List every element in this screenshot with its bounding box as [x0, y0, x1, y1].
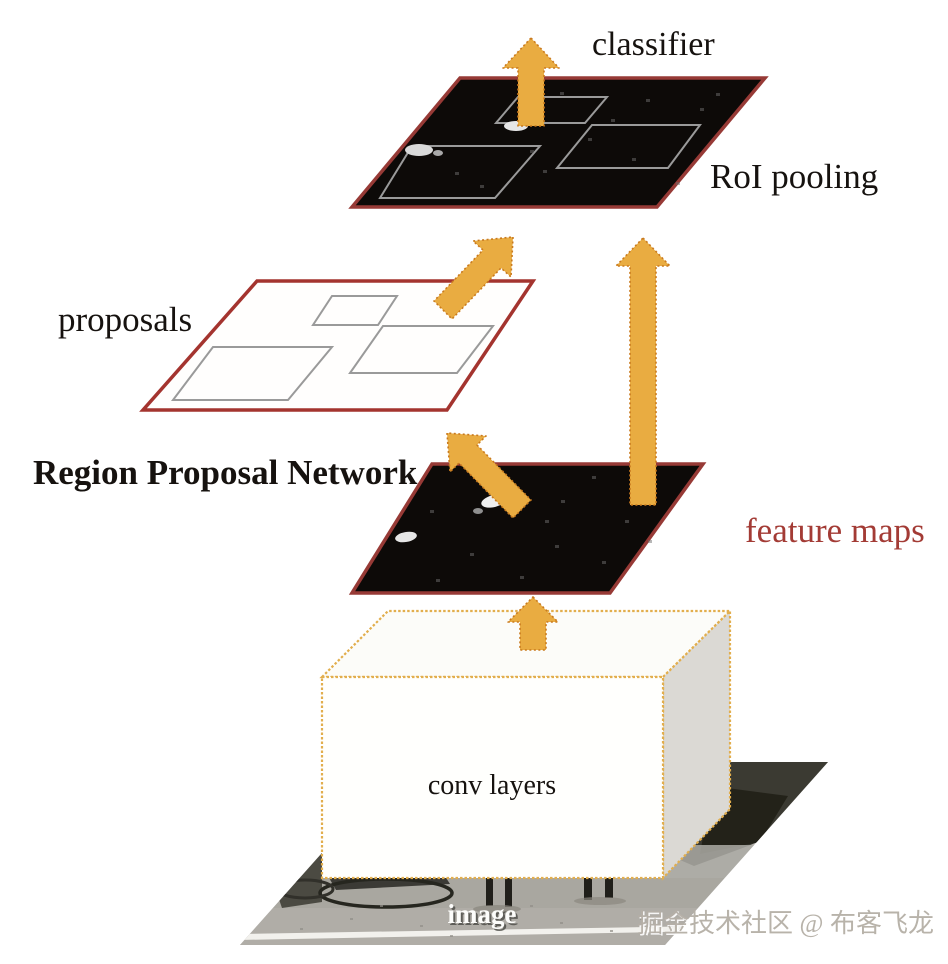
- conv-layers-box: [319, 608, 733, 881]
- proposal-box: [311, 295, 399, 326]
- label-proposals: proposals: [58, 300, 192, 339]
- label-image-shadow: image: [450, 901, 519, 931]
- arrow-feature-maps-to-roi-pooling: [615, 237, 671, 506]
- photo-shadow: [574, 897, 626, 905]
- arrow-roi-pooling-to-classifier: [502, 37, 560, 127]
- label-classifier: classifier: [592, 26, 715, 63]
- arrow-conv-to-feature-maps: [507, 596, 559, 651]
- feature-highlight: [473, 508, 483, 514]
- label-conv-layers: conv layers: [428, 770, 556, 801]
- roi-box: [493, 96, 610, 124]
- conv-box-front-face: [320, 675, 665, 880]
- feature-highlight: [395, 531, 417, 543]
- proposals-layer: [139, 279, 537, 412]
- proposal-box: [348, 325, 496, 374]
- photo-gravel-noise: [300, 905, 643, 937]
- photo-shadow: [473, 905, 521, 913]
- watermark-highlight: 掘金技术社区 @ 布客飞龙: [639, 911, 936, 940]
- label-region-proposal-network: Region Proposal Network: [33, 453, 418, 492]
- roi-noise-speckles: [455, 92, 720, 188]
- feature-maps-plane: [348, 462, 707, 595]
- arrow-proposals-to-roi-pooling: [433, 236, 514, 320]
- roi-box: [554, 124, 702, 169]
- proposal-box: [170, 346, 335, 401]
- roi-highlight: [433, 150, 443, 156]
- feature-maps-layer: [348, 462, 707, 595]
- proposals-plane: [139, 279, 537, 412]
- roi-box: [378, 145, 543, 199]
- label-image: image: [448, 899, 517, 929]
- watermark: 掘金技术社区 @ 布客飞龙: [637, 909, 934, 938]
- photo-pedestrian-legs: [486, 868, 613, 907]
- photo-road-line: [240, 925, 768, 940]
- roi-highlight: [405, 144, 433, 156]
- label-roi-pooling: RoI pooling: [710, 157, 878, 196]
- roi-pooling-layer: [348, 76, 769, 209]
- label-feature-maps: feature maps: [745, 511, 925, 550]
- arrow-feature-maps-to-rpn: [446, 432, 532, 519]
